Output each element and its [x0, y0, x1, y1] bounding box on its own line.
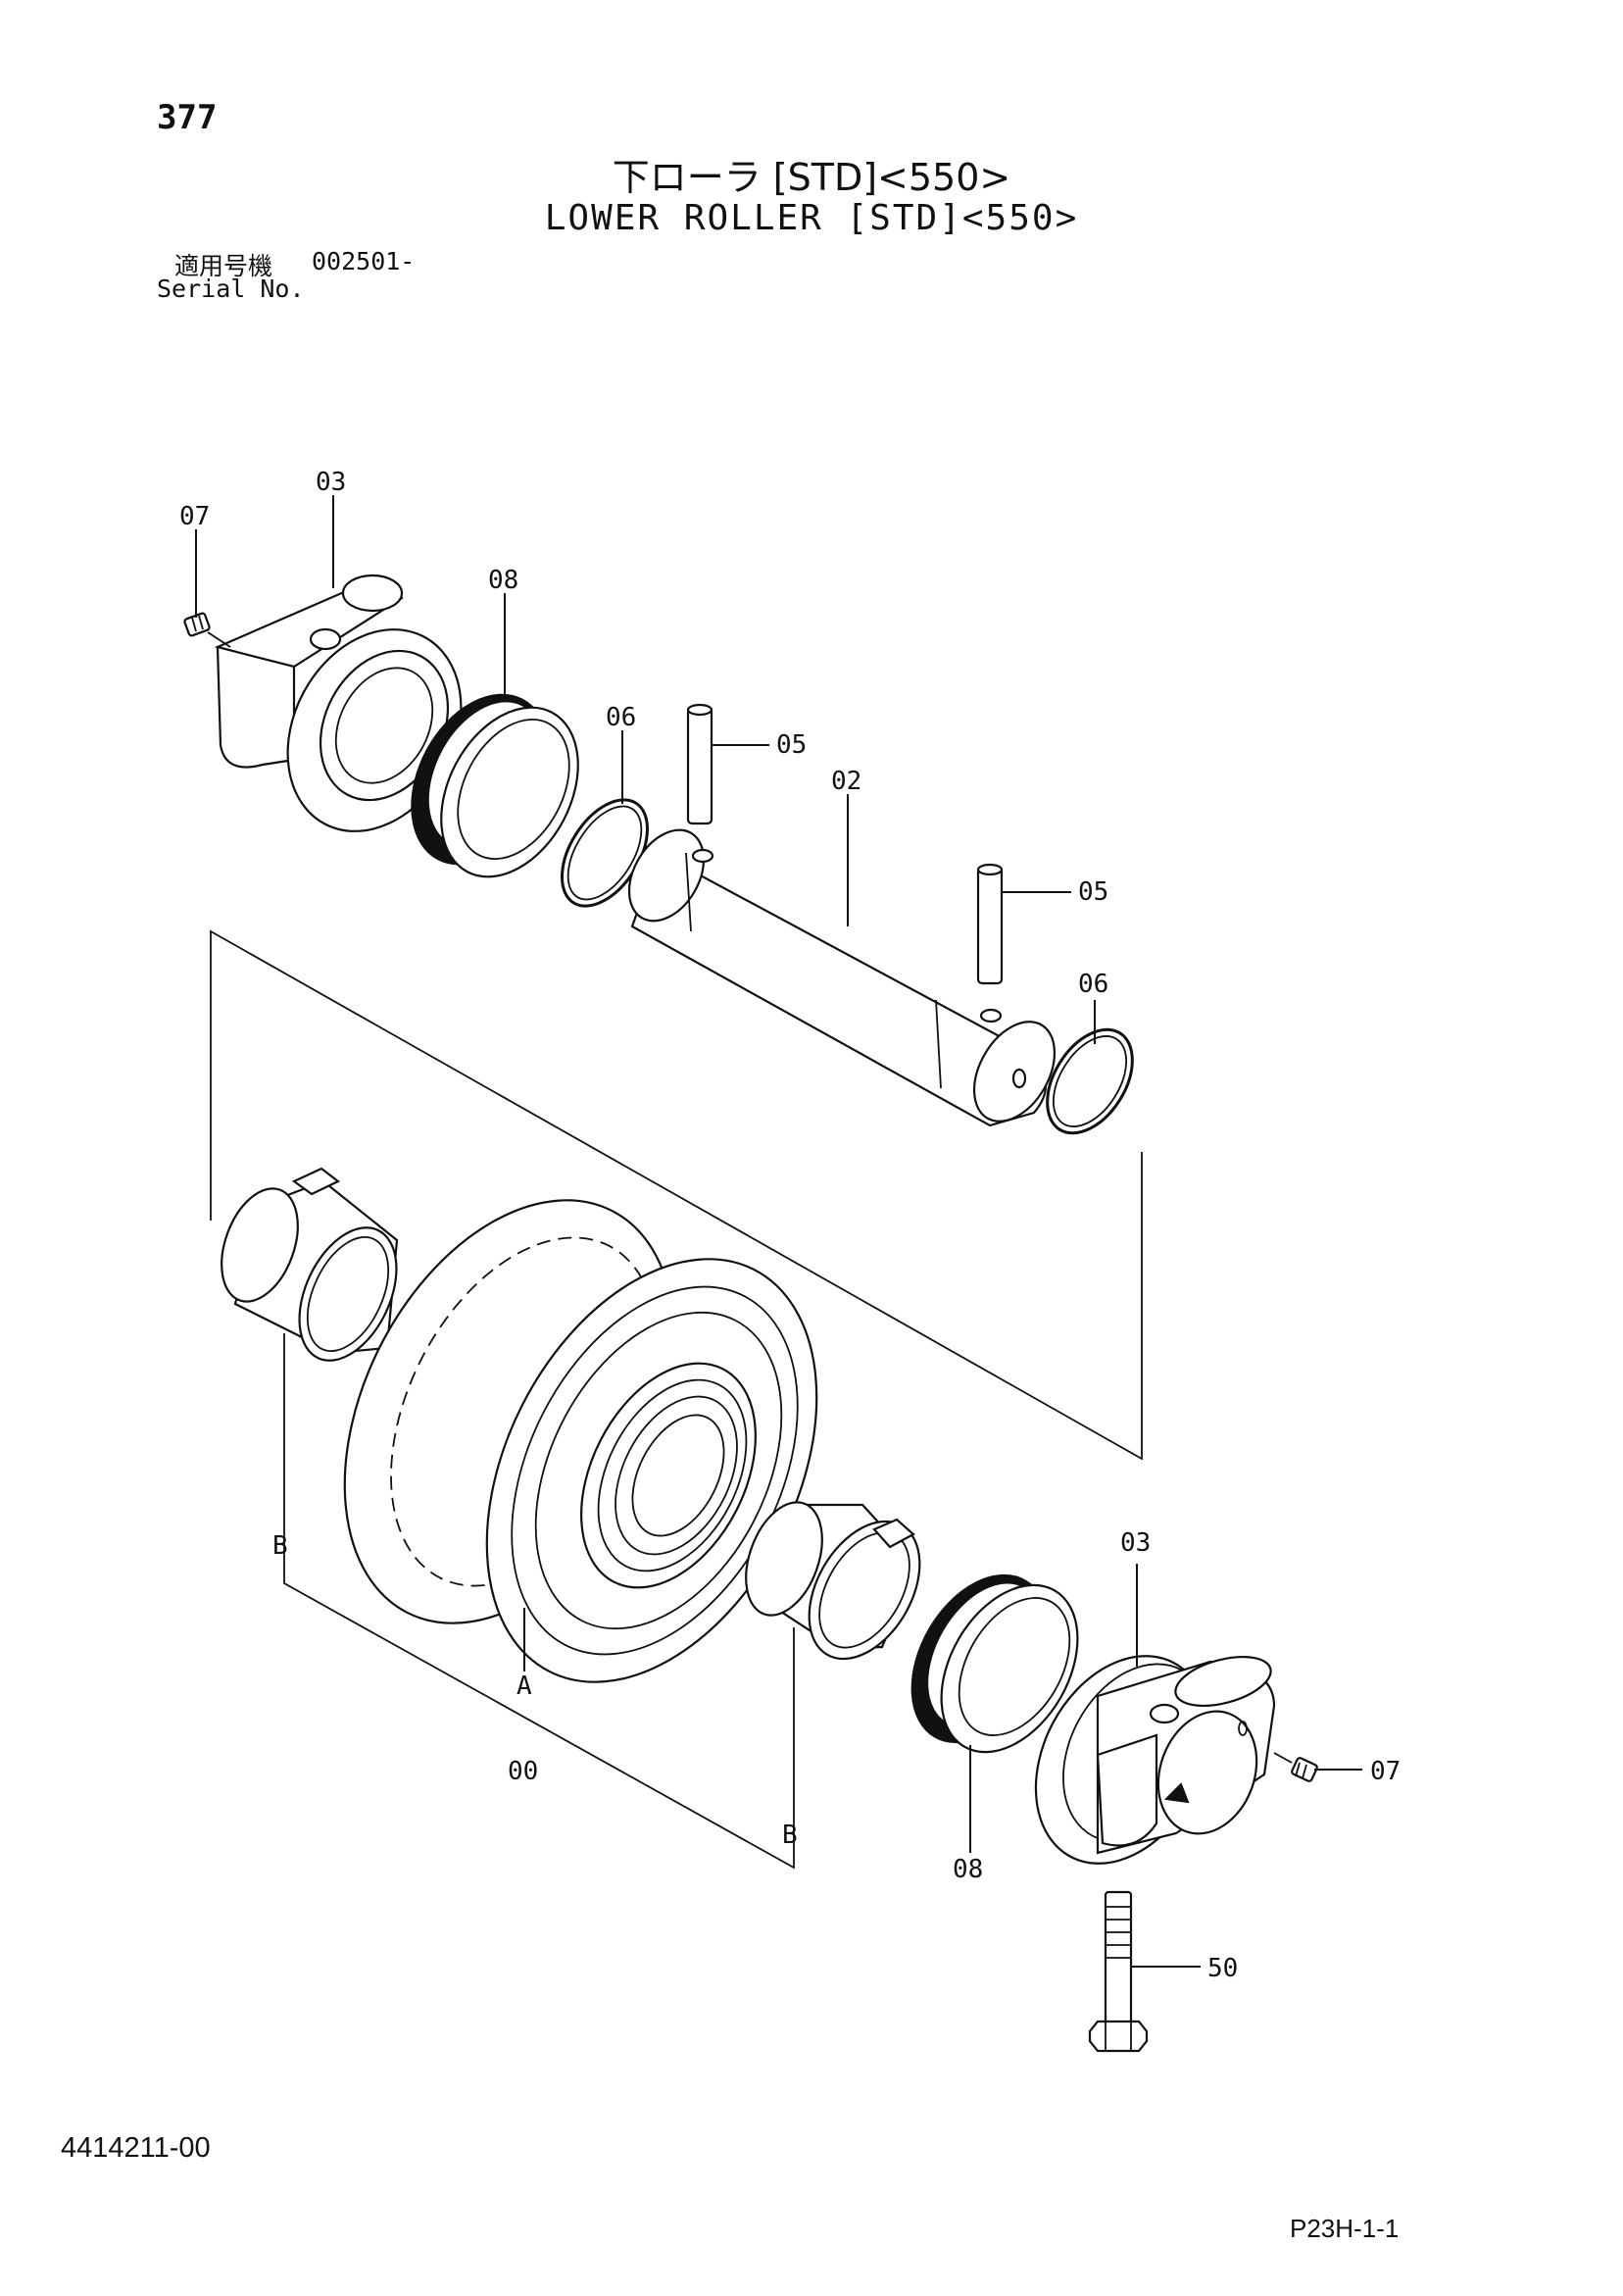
- callout-a: A: [516, 1672, 532, 1701]
- callout-50: 50: [1207, 1954, 1238, 1983]
- page-title-english: LOWER ROLLER [STD]<550>: [544, 198, 1079, 238]
- callout-07-right: 07: [1370, 1757, 1401, 1786]
- floating-seal-right: [910, 1573, 1079, 1754]
- plug-screw-left: [183, 612, 231, 648]
- page-title-japanese: 下ローラ [STD]<550>: [612, 156, 1011, 199]
- callout-labels: 07 03 08 06 05 02 05 06 B A 00 B 08 03 0…: [179, 468, 1401, 1983]
- o-ring-right: [1046, 1027, 1134, 1135]
- bushing-left: [221, 1167, 399, 1362]
- serial-number: 002501-: [312, 247, 416, 275]
- callout-03-left: 03: [316, 468, 346, 497]
- page-number: 377: [157, 98, 218, 137]
- callout-06-left: 06: [606, 703, 636, 732]
- assembly-guide-lines: [210, 929, 1143, 1870]
- callout-05-top: 05: [776, 730, 807, 760]
- roller-body: [343, 1199, 818, 1683]
- page-code: P23H-1-1: [1290, 2214, 1400, 2243]
- document-number: 4414211-00: [61, 2132, 211, 2164]
- mounting-bolt: [1088, 1890, 1149, 2053]
- collar-bracket-right: [1034, 1655, 1276, 1865]
- callout-00: 00: [508, 1757, 538, 1786]
- callout-b-right: B: [782, 1821, 798, 1850]
- serial-label-japanese: 適用号機: [174, 252, 273, 280]
- callout-05-right: 05: [1078, 877, 1108, 907]
- callout-08-left: 08: [488, 566, 518, 595]
- callout-02: 02: [831, 767, 861, 796]
- serial-label-english: Serial No.: [157, 275, 305, 303]
- floating-seal-left: [411, 693, 579, 878]
- bushing-right: [745, 1501, 921, 1661]
- pin-top: [686, 703, 769, 825]
- pin-right: [976, 863, 1071, 985]
- leader-lines: [195, 495, 1362, 1968]
- callout-08-right: 08: [953, 1855, 983, 1884]
- callout-06-right: 06: [1078, 970, 1108, 999]
- roller-shaft: [627, 828, 1057, 1127]
- callout-03-right: 03: [1120, 1528, 1151, 1558]
- plug-screw-right: [1273, 1752, 1318, 1782]
- callout-07-left: 07: [179, 502, 210, 531]
- callout-b-left: B: [272, 1531, 288, 1561]
